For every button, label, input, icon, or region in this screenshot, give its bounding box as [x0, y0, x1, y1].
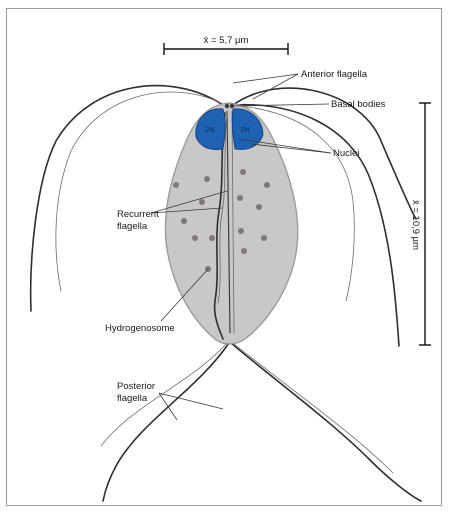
label-recurrent-line1: Recurrent	[117, 209, 159, 220]
label-posterior-line2: flagella	[117, 393, 148, 404]
nucleus-right-label: 2N	[241, 127, 250, 134]
label-recurrent-line2: flagella	[117, 221, 148, 232]
nucleus-left-label: 2N	[206, 127, 215, 134]
label-hydrogenosome: Hydrogenosome	[105, 323, 175, 334]
length-scale-label: x̄ = 10,9 µm	[410, 200, 421, 250]
trichomonas-diagram: x̄ = 5,7 µm x̄ = 10,9 µm	[7, 9, 443, 507]
posterior-flagella	[101, 343, 421, 501]
width-scale-label: x̄ = 5,7 µm	[204, 35, 249, 46]
figure-frame: x̄ = 5,7 µm x̄ = 10,9 µm	[6, 8, 442, 506]
label-basal-bodies: Basal bodies	[331, 99, 386, 110]
label-nuclei: Nuclei	[333, 148, 359, 159]
label-anterior-flagella: Anterior flagella	[301, 69, 368, 80]
label-posterior-line1: Posterior	[117, 381, 155, 392]
